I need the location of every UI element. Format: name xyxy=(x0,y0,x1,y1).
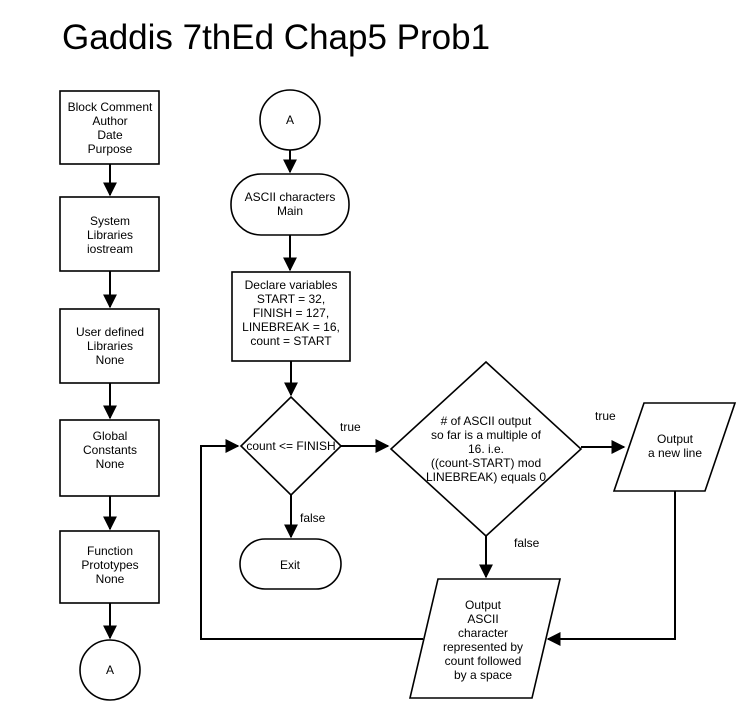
arrow-loop-back xyxy=(200,439,423,640)
user-libraries-line-1: User defined xyxy=(76,325,144,339)
output-newline-line-2: a new line xyxy=(648,446,702,460)
main-start-line-2: Main xyxy=(277,204,303,218)
block-comment-line-4: Purpose xyxy=(88,142,133,156)
multiple-false-label: false xyxy=(514,536,540,550)
output-char-line-1: Output xyxy=(465,598,502,612)
declare-line-4: LINEBREAK = 16, xyxy=(242,320,340,334)
output-char-parallelogram: Output ASCII character represented by co… xyxy=(408,578,562,699)
multiple-line-3: 16. i.e. xyxy=(468,442,504,456)
loop-true-label: true xyxy=(340,420,361,434)
output-char-line-6: by a space xyxy=(454,668,512,682)
system-libraries-box: System Libraries iostream xyxy=(59,196,160,272)
block-comment-line-1: Block Comment xyxy=(68,100,153,114)
output-char-line-5: count followed xyxy=(445,654,522,668)
output-char-line-2: ASCII xyxy=(467,612,498,626)
declare-line-1: Declare variables xyxy=(245,278,338,292)
user-libraries-line-2: Libraries xyxy=(87,339,133,353)
loop-condition-label: count <= FINISH xyxy=(246,439,335,453)
output-newline-line-1: Output xyxy=(657,432,694,446)
output-char-line-3: character xyxy=(458,626,508,640)
block-comment-line-3: Date xyxy=(97,128,123,142)
function-prototypes-line-1: Function xyxy=(87,544,133,558)
multiple-line-1: # of ASCII output xyxy=(441,414,532,428)
global-constants-line-2: Constants xyxy=(83,443,137,457)
connector-a-top: A xyxy=(259,89,321,151)
user-libraries-box: User defined Libraries None xyxy=(59,308,160,384)
page-title: Gaddis 7thEd Chap5 Prob1 xyxy=(62,18,491,57)
main-start-terminal: ASCII characters Main xyxy=(230,173,350,236)
exit-label: Exit xyxy=(280,558,301,572)
main-start-line-1: ASCII characters xyxy=(245,190,336,204)
loop-condition-diamond: count <= FINISH xyxy=(239,395,343,497)
multiple-line-5: LINEBREAK) equals 0 xyxy=(426,470,546,484)
connector-a-bottom: A xyxy=(79,639,141,701)
loop-false-label: false xyxy=(300,511,326,525)
arrow-newline-to-output-char xyxy=(546,491,676,646)
output-char-line-4: represented by xyxy=(443,640,523,654)
multiple-line-2: so far is a multiple of xyxy=(431,428,542,442)
exit-terminal: Exit xyxy=(239,538,342,590)
function-prototypes-line-3: None xyxy=(96,572,125,586)
system-libraries-line-2: Libraries xyxy=(87,228,133,242)
system-libraries-line-1: System xyxy=(90,214,130,228)
declare-variables-box: Declare variables START = 32, FINISH = 1… xyxy=(231,271,351,362)
declare-line-3: FINISH = 127, xyxy=(253,306,329,320)
connector-a-bottom-label: A xyxy=(106,663,114,677)
connector-a-top-label: A xyxy=(286,113,294,127)
block-comment-line-2: Author xyxy=(92,114,127,128)
declare-line-2: START = 32, xyxy=(257,292,325,306)
multiple-condition-diamond: # of ASCII output so far is a multiple o… xyxy=(389,360,583,538)
declare-line-5: count = START xyxy=(250,334,332,348)
multiple-true-label: true xyxy=(595,409,616,423)
function-prototypes-box: Function Prototypes None xyxy=(59,530,160,604)
function-prototypes-line-2: Prototypes xyxy=(81,558,138,572)
global-constants-box: Global Constants None xyxy=(59,419,160,497)
global-constants-line-3: None xyxy=(96,457,125,471)
multiple-line-4: ((count-START) mod xyxy=(431,456,541,470)
system-libraries-line-3: iostream xyxy=(87,242,133,256)
user-libraries-line-3: None xyxy=(96,353,125,367)
global-constants-line-1: Global xyxy=(93,429,128,443)
block-comment-box: Block Comment Author Date Purpose xyxy=(59,90,160,165)
output-newline-parallelogram: Output a new line xyxy=(612,402,737,492)
